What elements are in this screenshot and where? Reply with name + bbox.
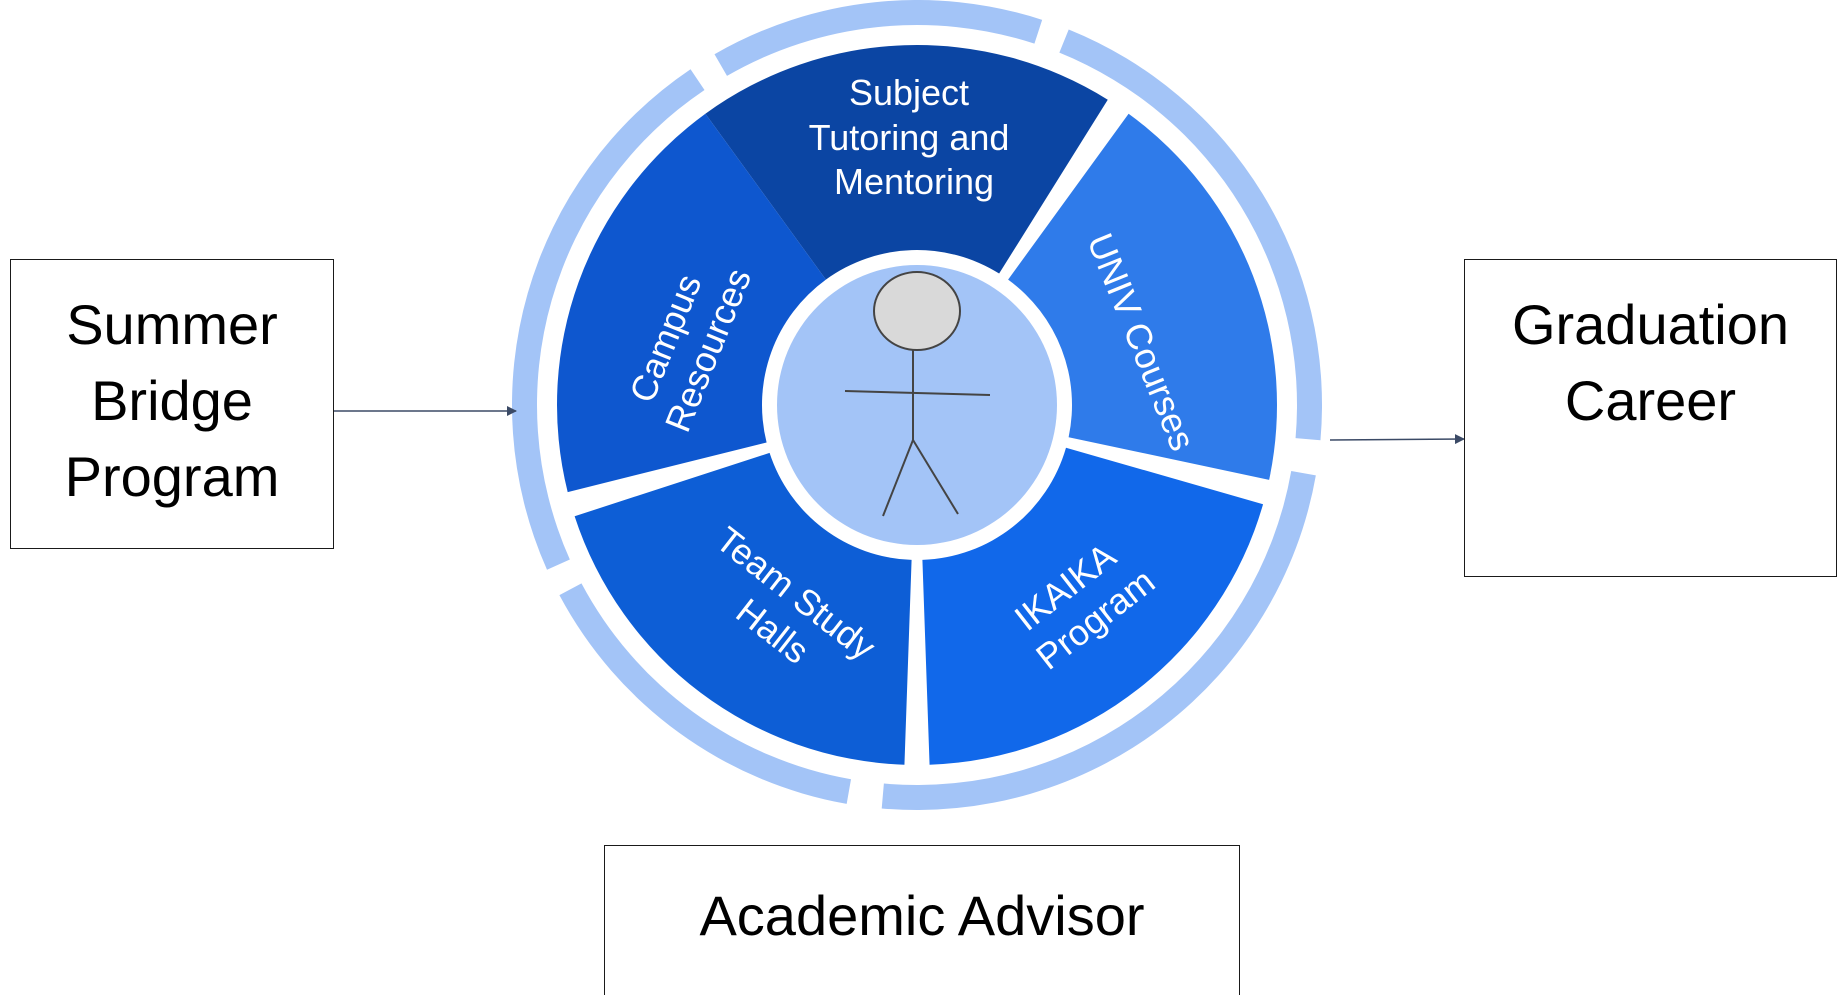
wheel-segment-1 [705,44,1108,280]
student-figure-icon [844,271,991,517]
arrow-wheel-to-graduation [1329,434,1465,445]
wheel-segment-3 [922,447,1264,765]
outer-ring-arc-5 [511,69,705,570]
box-label-line: Summer [66,293,278,356]
outer-ring [511,0,1323,811]
summer-bridge-program-box: Summer Bridge Program [10,259,334,549]
outer-ring-arc-4 [559,583,852,804]
outer-ring-arc-2 [1059,29,1323,441]
box-label-line: Career [1564,369,1737,432]
wheel-segments [557,44,1277,765]
wheel-segment-5 [557,113,826,493]
segment-label-subject-tutoring: Subject Tutoring and Mentoring [809,72,1020,202]
box-label-line: Academic Advisor [699,884,1145,947]
graduation-career-box: Graduation Career [1464,259,1837,577]
wheel-segment-2 [1008,113,1277,480]
center-circle [777,265,1057,545]
wheel-segment-4 [574,452,912,765]
box-label-line: Program [64,445,280,508]
box-label-line: Graduation [1511,293,1790,356]
outer-ring-arc-1 [714,0,1043,76]
box-label-line: Bridge [91,369,253,432]
outer-ring-arc-3 [881,470,1316,811]
academic-advisor-box: Academic Advisor [604,845,1240,995]
